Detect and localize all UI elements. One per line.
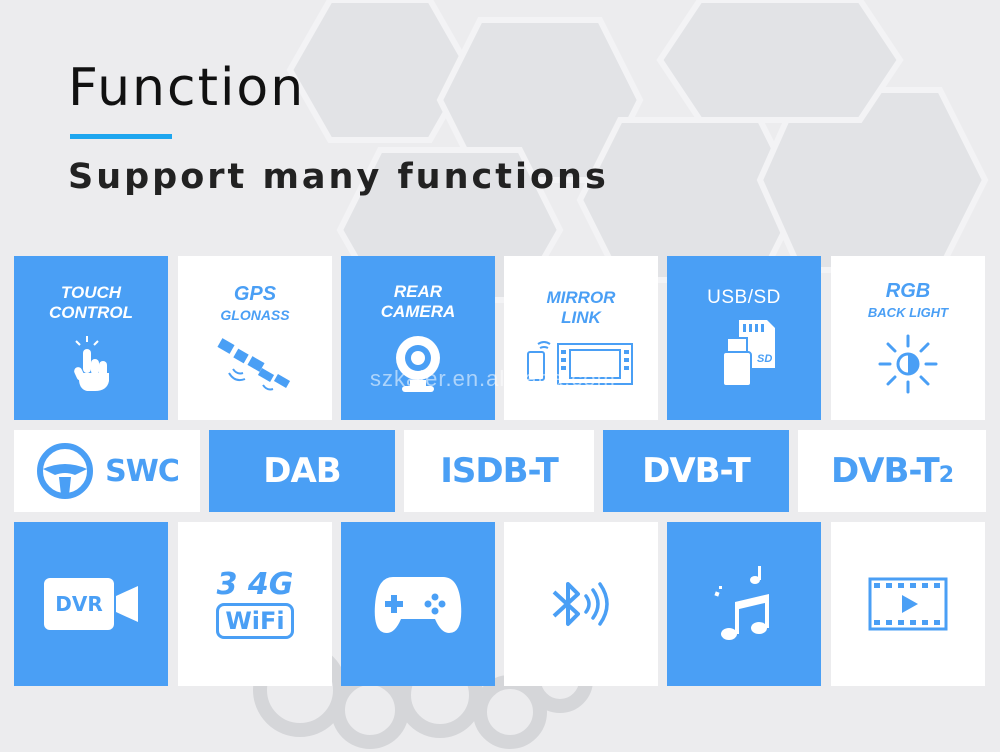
feature-dvb-t: DVB-T — [603, 430, 789, 512]
feature-bluetooth — [504, 522, 658, 686]
gps-line1: GPS — [233, 282, 277, 305]
camera-line1: REAR — [393, 282, 443, 301]
feature-dvr: DVR — [14, 522, 168, 686]
satellite-icon — [217, 337, 291, 390]
gamepad-icon — [374, 577, 462, 633]
feature-dab: DAB — [209, 430, 395, 512]
webcam-icon — [396, 336, 440, 392]
feature-3g-4g-wifi: 3 4G WiFi — [178, 522, 332, 686]
feature-gamepad — [341, 522, 495, 686]
dab-label: DAB — [263, 451, 341, 491]
feature-dvb-t2: DVB-T2 — [798, 430, 986, 512]
wifi-label: WiFi — [216, 603, 294, 639]
camera-line2: CAMERA — [380, 302, 456, 321]
feature-music — [667, 522, 821, 686]
wifi-icon: 3 4G WiFi — [216, 567, 294, 639]
touch-hand-icon — [74, 336, 109, 391]
dvb-t2-subscript: 2 — [938, 463, 954, 488]
dvr-camera-icon: DVR — [44, 578, 138, 630]
brightness-icon — [878, 334, 938, 394]
dvb-t2-label: DVB-T — [830, 451, 940, 491]
feature-swc: SWC — [14, 430, 200, 512]
feature-usb-sd: USB/SD SD — [667, 256, 821, 420]
phone-to-screen-icon — [527, 341, 633, 385]
watermark: szkaier.en.alibaba.com — [370, 366, 616, 391]
svg-text:SD: SD — [757, 353, 772, 365]
usb-sd-card-icon: SD — [722, 320, 775, 387]
feature-isdb-t: ISDB-T — [404, 430, 594, 512]
rgb-line2: BACK LIGHT — [867, 305, 949, 320]
isdb-t-label: ISDB-T — [440, 451, 559, 491]
steering-wheel-icon — [37, 443, 94, 499]
feature-video — [831, 522, 985, 686]
dvr-label: DVR — [55, 592, 103, 616]
dvb-t-label: DVB-T — [642, 451, 751, 491]
network-label: 3 4G — [216, 567, 294, 602]
swc-label: SWC — [105, 453, 180, 489]
music-notes-icon — [714, 566, 769, 640]
gps-line2: GLONASS — [220, 306, 290, 323]
mirror-line1: MIRROR — [546, 288, 616, 307]
video-play-icon — [868, 577, 948, 631]
feature-rgb-backlight: RGB BACK LIGHT — [831, 256, 985, 420]
mirror-line2: LINK — [561, 308, 601, 327]
page-subtitle: Support many functions — [68, 157, 609, 197]
rgb-line1: RGB — [885, 280, 931, 302]
bluetooth-icon — [552, 582, 609, 626]
touch-line1: TOUCH — [60, 283, 122, 302]
title-underline — [70, 134, 172, 139]
page-title: Function — [68, 58, 306, 118]
touch-line2: CONTROL — [48, 303, 134, 322]
usb-label: USB/SD — [707, 287, 781, 308]
